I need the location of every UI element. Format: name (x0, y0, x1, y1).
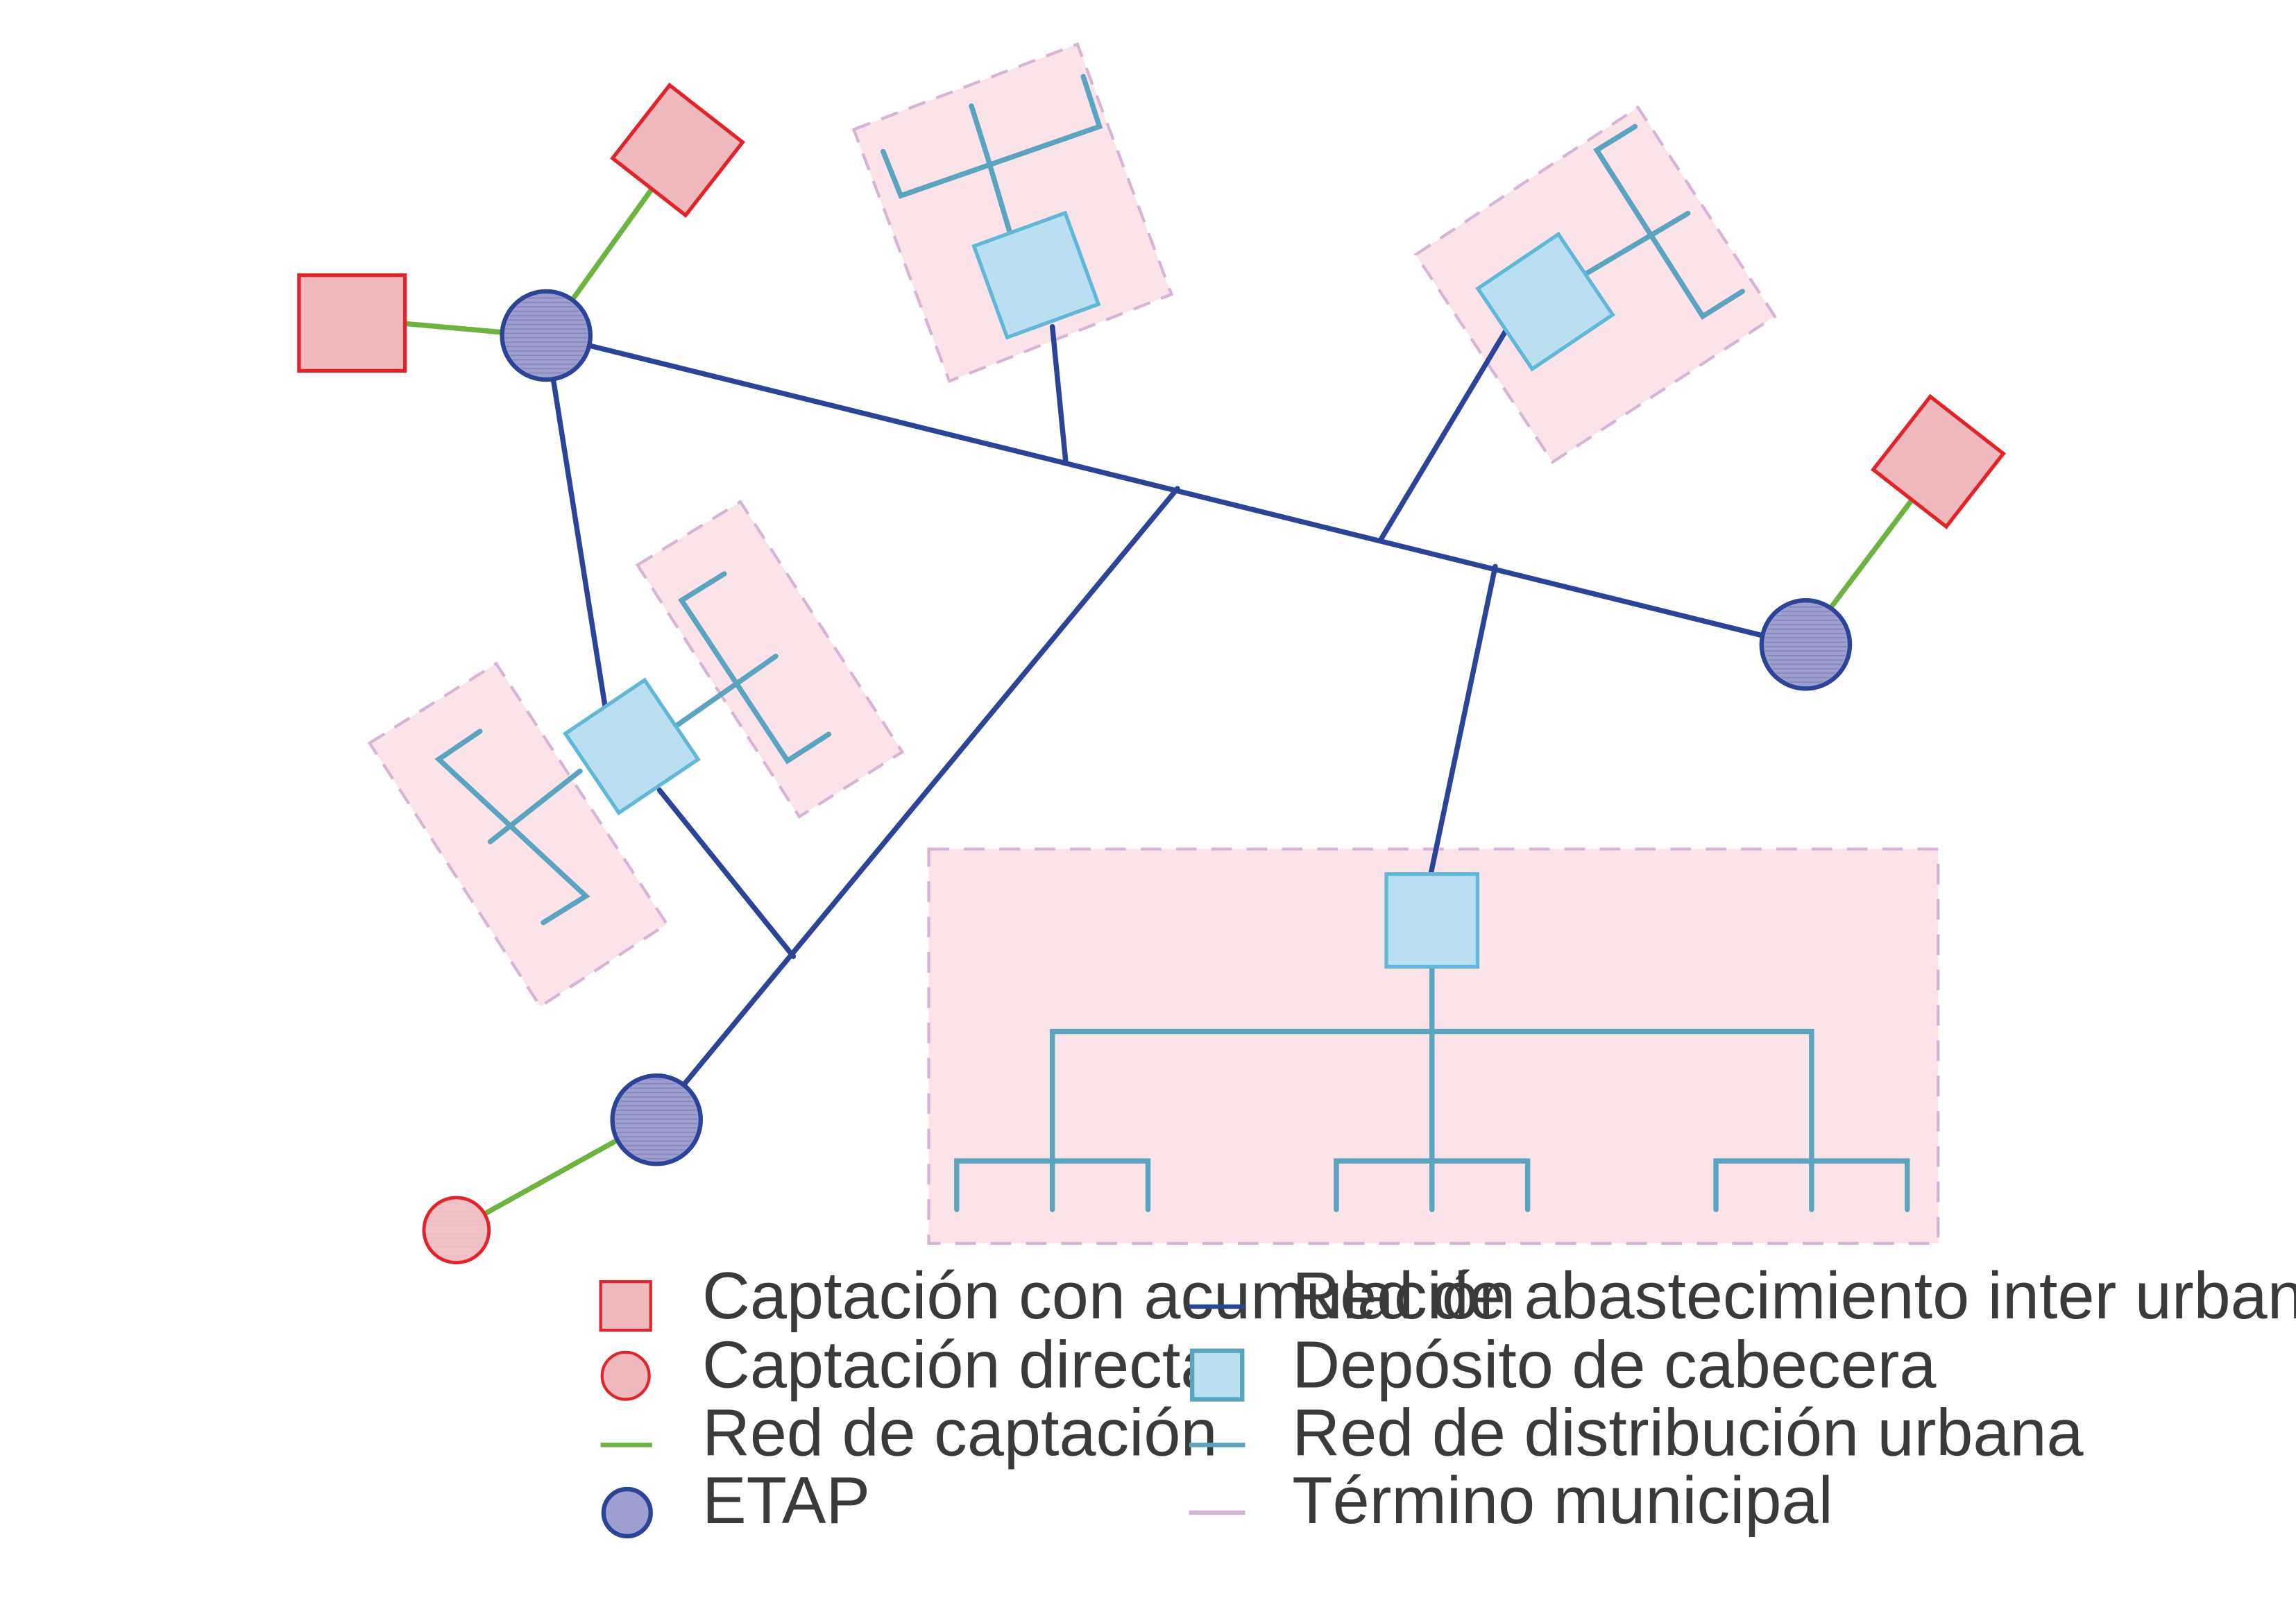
etap-bottom-left-hatch (615, 1078, 698, 1162)
legend-red-inter-urbana-label: Red de abastecimiento inter urbana (1292, 1259, 2296, 1333)
legend-red-distribucion-label: Red de distribución urbana (1292, 1396, 2084, 1470)
deposito-cabecera-left (563, 677, 701, 816)
legend-captacion-directa-symbol (600, 1350, 651, 1401)
deposito-cabecera-bottom (1384, 872, 1480, 969)
deposito-cabecera-top-right (1475, 231, 1615, 372)
legend-etap-symbol (601, 1486, 653, 1539)
captaciones-acumulacion (297, 82, 2006, 529)
legend-captacion-acumulacion-symbol (599, 1280, 652, 1332)
legend: Captación con acumulación Captación dire… (599, 1259, 2296, 1539)
legend-captacion-directa-label: Captación directa (702, 1329, 1218, 1402)
legend-red-captacion-label: Red de captación (702, 1396, 1218, 1470)
legend-captacion-acumulacion-label: Captación con acumulación (702, 1259, 1515, 1333)
captacion-acumulacion-right (1870, 393, 2006, 529)
termino-municipal-top-right (1413, 105, 1777, 464)
etap-top-left-hatch (504, 294, 588, 377)
etap-right-hatch (1764, 603, 1847, 686)
legend-deposito-cabecera-symbol (1189, 1348, 1245, 1402)
captacion-directa-fill (425, 1199, 488, 1261)
deposito-cabecera-top (971, 210, 1101, 340)
etaps (500, 289, 1853, 1166)
red-inter-urbana (551, 321, 1766, 1090)
depositos (563, 210, 1615, 969)
captacion-acumulacion-top (610, 82, 746, 218)
legend-etap-label: ETAP (702, 1464, 870, 1538)
municipal-areas (367, 42, 1940, 1246)
red-captacion (404, 180, 1919, 1217)
captacion-acumulacion-left (297, 273, 407, 373)
legend-deposito-cabecera-label: Depósito de cabecera (1292, 1329, 1937, 1402)
red-distribucion (434, 74, 1910, 1212)
legend-termino-municipal-label: Término municipal (1292, 1464, 1832, 1538)
